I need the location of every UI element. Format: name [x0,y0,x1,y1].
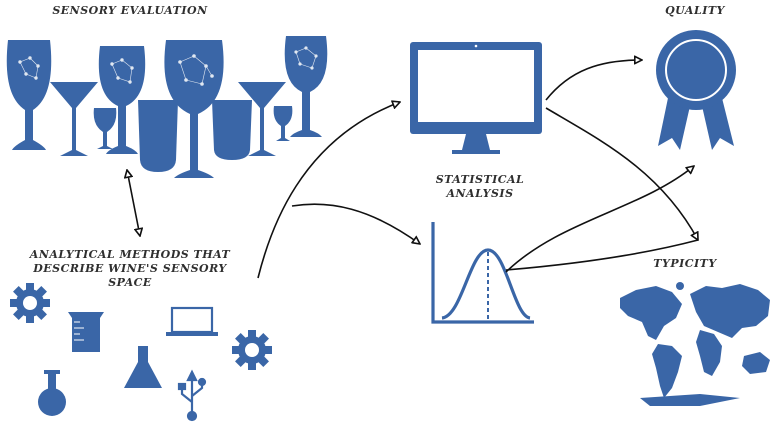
arrow-curve-typicity [505,239,699,271]
quality-label: QUALITY [665,4,725,17]
wine-glass-icon [284,36,328,137]
wine-glass-icon [93,108,117,149]
cocktail-glass-icon [238,82,286,156]
bell-curve-chart-icon [431,222,534,324]
wine-glass-icon [98,46,146,154]
analytical-methods-label: ANALYTICAL METHODS THAT DESCRIBE WINE'S … [10,248,250,290]
wine-glasses-group [6,36,328,178]
statistical-analysis-label: STATISTICAL ANALYSIS [410,173,550,201]
statistical-analysis-line1: STATISTICAL [435,173,525,186]
wine-glass-icon [164,40,224,178]
statistical-analysis-line2: ANALYSIS [446,187,514,200]
arrow-methods-monitor [257,102,400,279]
typicity-label: TYPICITY [653,257,717,270]
tumbler-glass-icon [138,100,178,172]
computer-monitor-icon [410,42,542,154]
wine-glass-icon [273,106,293,141]
arrow-monitor-typicity [545,107,698,240]
arrow-monitor-quality [545,60,642,101]
analytical-methods-line2: DESCRIBE WINE'S SENSORY SPACE [33,262,227,289]
analytical-methods-line1: ANALYTICAL METHODS THAT [29,248,231,261]
sensory-evaluation-label: SENSORY EVALUATION [52,4,208,17]
arrow-sensory-methods [127,170,140,236]
wine-glass-icon [6,40,52,150]
laptop-icon [166,306,218,336]
arrow-methods-curve [291,203,420,244]
round-flask-icon [38,370,66,416]
arrows-group [127,60,699,279]
gear-icon [232,330,272,370]
beaker-icon [68,312,104,352]
award-rosette-icon [656,30,736,150]
cocktail-glass-icon [50,82,98,156]
world-map-icon [620,282,770,406]
flask-icon [124,346,162,388]
usb-icon [177,369,207,422]
arrow-curve-quality [505,166,694,273]
tumbler-glass-icon [212,100,252,160]
